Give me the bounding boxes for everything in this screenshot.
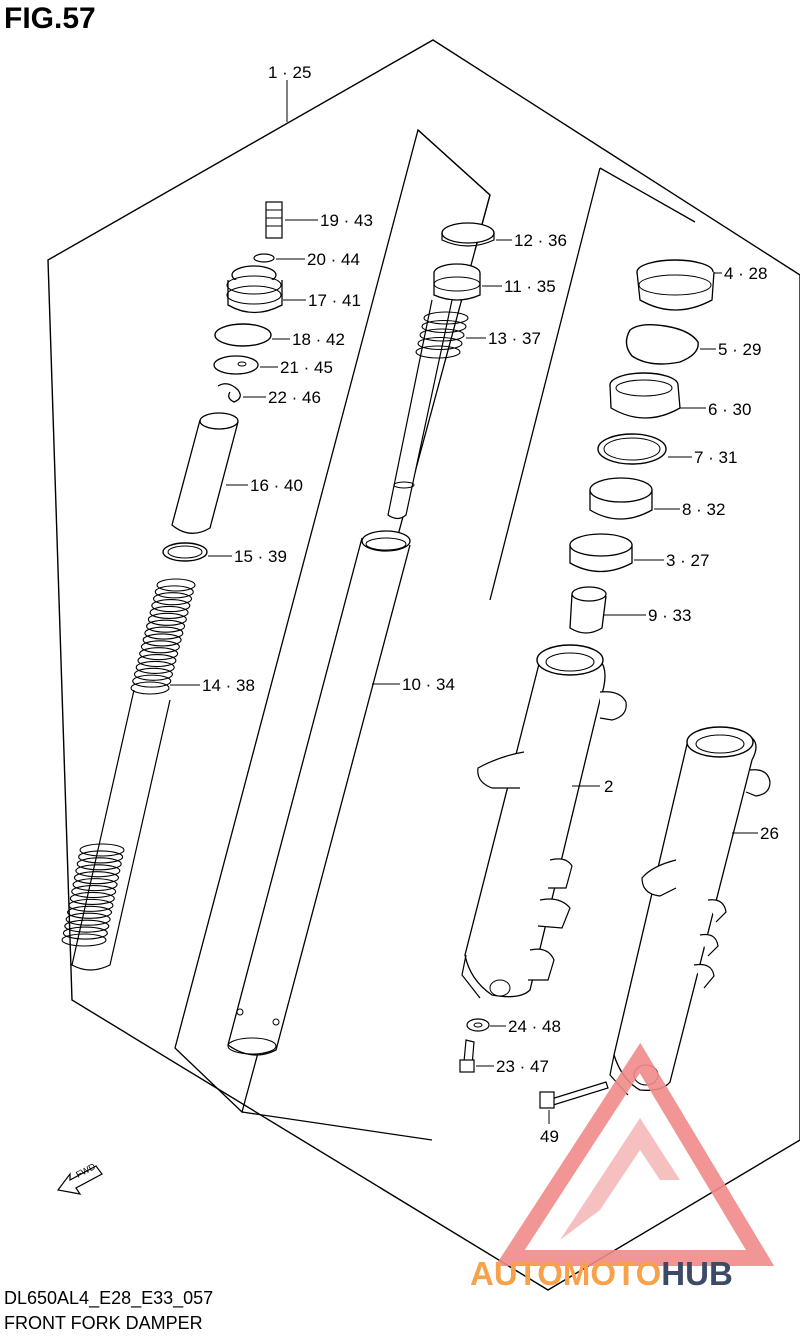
part-23-bolt — [459, 1039, 494, 1073]
figure-title: FIG.57 — [4, 2, 96, 35]
callout-20-44: 20 · 44 — [307, 250, 360, 269]
part-15-washer — [162, 542, 232, 562]
callout-8-32: 8 · 32 — [682, 500, 725, 519]
part-17-cap — [226, 265, 306, 314]
callout-13-37: 13 · 37 — [488, 329, 541, 348]
callout-11-35: 11 · 35 — [504, 277, 556, 296]
callout-21-45: 21 · 45 — [280, 358, 333, 377]
part-14-spring — [61, 578, 196, 971]
part-20-oring — [253, 253, 305, 263]
part-10-inner-tube — [227, 530, 411, 1056]
callout-15-39: 15 · 39 — [234, 547, 287, 566]
callout-10-34: 10 · 34 — [402, 675, 455, 694]
callout-9-33: 9 · 33 — [648, 606, 691, 625]
part-2-outer-tube — [461, 644, 627, 999]
part-5-circlip — [625, 323, 716, 365]
part-8-bushing — [589, 477, 680, 520]
part-3-bushing — [569, 533, 664, 573]
part-7-washer — [597, 433, 692, 465]
part-4-dust-seal — [636, 259, 722, 311]
callout-17-41: 17 · 41 — [308, 291, 361, 310]
part-24-washer — [466, 1018, 506, 1032]
callout-5-29: 5 · 29 — [718, 340, 761, 359]
callout-26: 26 — [760, 824, 779, 843]
part-6-oil-seal — [609, 372, 706, 419]
assembly-outline — [47, 39, 800, 1291]
watermark-brand-part1: AUTOMOTO — [470, 1255, 662, 1292]
callout-4-28: 4 · 28 — [724, 264, 767, 283]
diagram-code: DL650AL4_E28_E33_057 — [4, 1288, 214, 1308]
watermark-brand: AUTOMOTOHUB — [470, 1255, 733, 1293]
watermark-logo-icon — [495, 1042, 775, 1266]
callout-2: 2 — [604, 777, 613, 796]
part-26-outer-tube — [609, 726, 771, 1096]
inner-panel-line — [417, 129, 696, 601]
part-22-clip — [217, 383, 266, 403]
part-18-ring — [214, 323, 290, 347]
callout-18-42: 18 · 42 — [292, 330, 345, 349]
part-16-spacer — [171, 412, 248, 534]
part-49-bolt — [539, 1081, 609, 1124]
callout-1-25: 1 · 25 — [268, 63, 311, 82]
fwd-arrow-icon — [56, 1165, 103, 1195]
part-12-ring — [441, 222, 512, 247]
part-11-cap — [433, 263, 502, 301]
callout-19-43: 19 · 43 — [320, 211, 373, 230]
callout-14-38: 14 · 38 — [202, 676, 255, 695]
diagram-name: FRONT FORK DAMPER — [4, 1313, 203, 1333]
callout-3-27: 3 · 27 — [666, 551, 709, 570]
part-19-bolt — [265, 201, 318, 239]
part-13-spring — [415, 311, 469, 359]
callout-23-47: 23 · 47 — [496, 1057, 549, 1076]
callout-22-46: 22 · 46 — [268, 388, 321, 407]
callout-7-31: 7 · 31 — [694, 448, 737, 467]
callout-12-36: 12 · 36 — [514, 231, 567, 250]
callout-16-40: 16 · 40 — [250, 476, 303, 495]
part-21-washer — [213, 355, 278, 375]
callout-6-30: 6 · 30 — [708, 400, 751, 419]
callout-24-48: 24 · 48 — [508, 1017, 561, 1036]
watermark-brand-part2: HUB — [661, 1255, 733, 1292]
part-damper-rod — [387, 299, 453, 520]
inner-panel-line-2 — [241, 1111, 433, 1141]
callout-49: 49 — [540, 1127, 559, 1146]
part-9-piece — [569, 586, 646, 634]
